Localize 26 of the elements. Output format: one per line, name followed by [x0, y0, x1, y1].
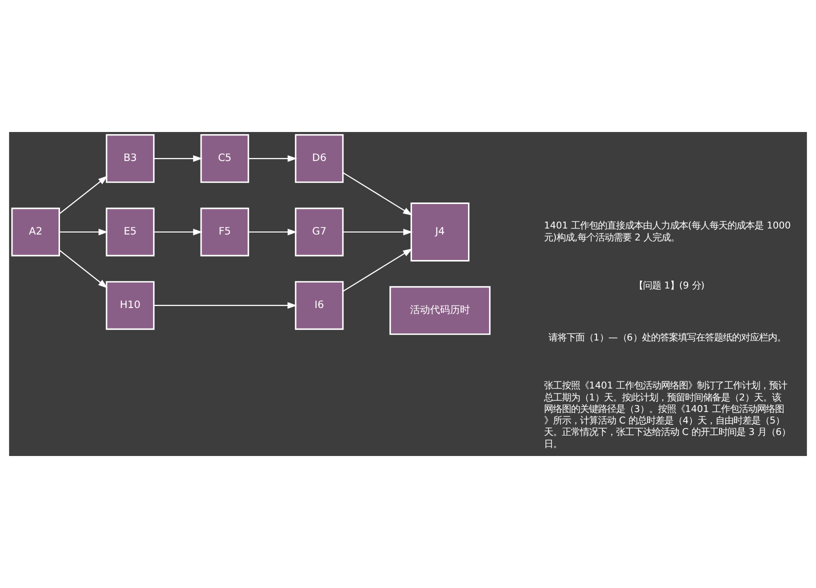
arrow — [343, 228, 413, 236]
node-box: 活动代码历时 — [389, 286, 491, 335]
node-box: G7 — [294, 208, 344, 256]
arrow — [59, 228, 108, 236]
node-box: C5 — [200, 134, 250, 183]
label: 1401 工作包的直接成本由人力成本(每人每天的成本是 1000 元)构成,每个活动需要 2 人完成。 — [544, 220, 791, 244]
arrow — [154, 228, 203, 236]
label: 请将下面（1）—（6）处的答案填写在答题纸的对应栏内。 — [548, 332, 786, 344]
arrow — [59, 250, 108, 288]
node-box: H10 — [106, 281, 155, 330]
node-box: I6 — [294, 281, 344, 330]
arrow — [59, 176, 108, 214]
node-box: B3 — [106, 134, 155, 183]
arrow — [154, 302, 297, 309]
arrow — [248, 155, 298, 162]
arrow — [342, 172, 412, 216]
arrow — [248, 228, 298, 236]
node-box: A2 — [11, 208, 60, 256]
node-box: J4 — [410, 202, 470, 262]
node-box: F5 — [200, 208, 250, 256]
node-box: D6 — [294, 134, 344, 183]
label: 张工按照《1401 工作包活动网络图》制订了工作计划，预计总工期为（1）天。按此计划，预留时间储备是（2）天。该网络图的关键路径是（3）。按照《1401 工作包活动网络图》所示，计算活动 C 的总时差是（4）天，自由时差是（5）天。正常情况下，张工下达给活动 C 的开工时间是 3 月（6）日。 — [544, 380, 791, 450]
node-box: E5 — [106, 208, 155, 256]
arrow — [342, 248, 412, 292]
label: 【问题 1】(9 分) — [634, 280, 705, 292]
arrow — [154, 155, 203, 162]
